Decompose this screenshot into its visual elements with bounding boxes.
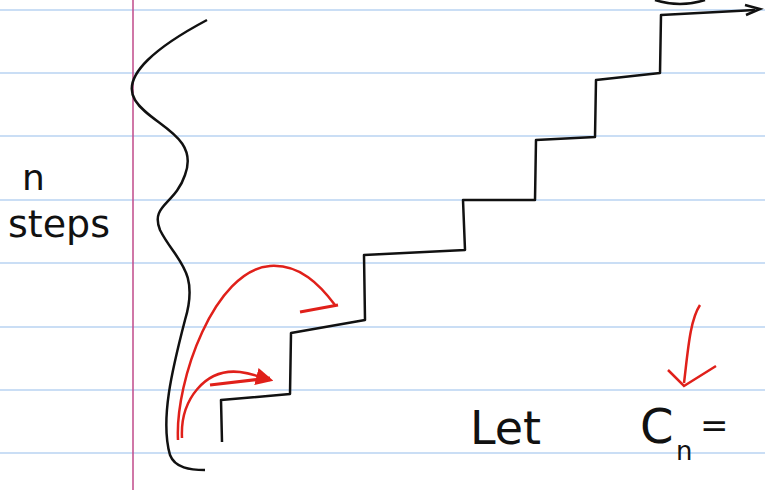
two-step-tick bbox=[300, 305, 338, 312]
top-curve bbox=[655, 0, 705, 4]
margin-line bbox=[132, 0, 134, 490]
staircase bbox=[221, 10, 755, 442]
pointer-head bbox=[668, 366, 716, 386]
subscript-letter: n bbox=[676, 438, 692, 464]
let-word: Let bbox=[470, 405, 541, 451]
one-step-tick bbox=[210, 378, 270, 385]
equals-sign: = bbox=[700, 408, 729, 442]
two-step-arrow bbox=[178, 266, 335, 440]
brace bbox=[132, 20, 207, 470]
one-step-arrow bbox=[182, 372, 270, 438]
count-letter: n bbox=[22, 160, 45, 196]
steps-word: steps bbox=[8, 205, 110, 243]
pointer-arrow bbox=[684, 305, 700, 383]
stair-arrow bbox=[745, 5, 760, 15]
ruled-lines bbox=[0, 10, 765, 453]
sequence-letter: C bbox=[640, 402, 674, 450]
